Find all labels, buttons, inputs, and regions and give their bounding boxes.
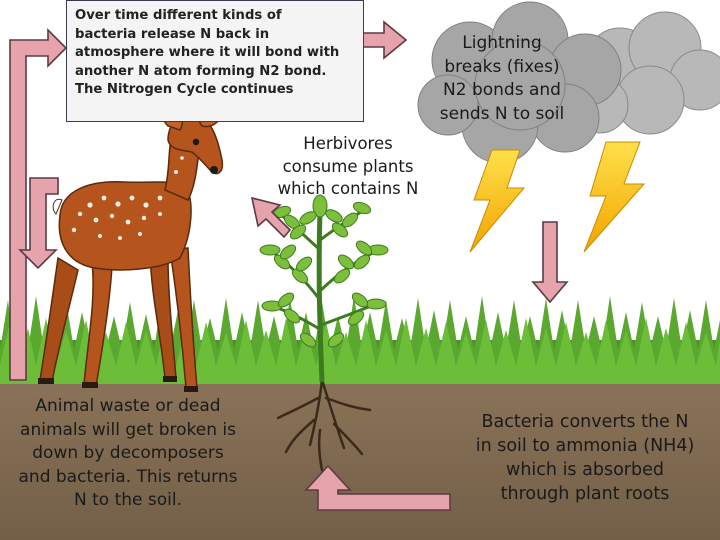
lightning-caption: Lightning breaks (fixes) N2 bonds and se… bbox=[424, 32, 580, 126]
herbivores-caption: Herbivores consume plants which contains… bbox=[262, 133, 434, 201]
atmosphere-text-line: The Nitrogen Cycle continues bbox=[75, 82, 294, 97]
lightning-caption-line: sends N to soil bbox=[439, 103, 565, 124]
plant-roots bbox=[276, 378, 372, 472]
bacteria-caption-line: through plant roots bbox=[500, 484, 670, 504]
atmosphere-text-line: another N atom forming N2 bond. bbox=[75, 63, 327, 79]
atmosphere-text-line: Over time different kinds of bbox=[75, 8, 282, 23]
arrow-deer-to-soil bbox=[18, 177, 59, 270]
atmosphere-text-line: bacteria release N back in bbox=[75, 26, 270, 42]
herbivores-caption-line: consume plants bbox=[282, 156, 414, 176]
grass-band bbox=[0, 296, 720, 384]
lightning-caption-line: breaks (fixes) bbox=[444, 56, 560, 77]
bacteria-caption-line: Bacteria converts the N bbox=[481, 412, 689, 432]
arrow-plant-to-herbivore bbox=[250, 196, 292, 239]
decomposers-caption-line: Animal waste or dead bbox=[35, 396, 221, 416]
decomposers-caption-line: and bacteria. This returns bbox=[18, 466, 238, 487]
lightning-caption-line: Lightning bbox=[462, 33, 542, 53]
herbivores-caption-line: which contains N bbox=[277, 179, 419, 198]
herbivores-caption-line: Herbivores bbox=[303, 134, 393, 153]
decomposers-caption-line: down by decomposers bbox=[32, 443, 224, 463]
soil-ground bbox=[0, 378, 720, 540]
arrow-lightning-to-soil bbox=[531, 221, 569, 304]
atmosphere-text-box: Over time different kinds of bacteria re… bbox=[66, 0, 364, 122]
lightning-bolt-icon bbox=[469, 149, 526, 253]
decomposers-caption-line: animals will get broken is bbox=[20, 419, 236, 440]
decomposers-caption-line: N to the soil. bbox=[73, 490, 182, 510]
arrow-soil-to-atmosphere bbox=[9, 28, 68, 381]
bacteria-caption-line: in soil to ammonia (NH4) bbox=[475, 436, 695, 456]
decomposers-caption: Animal waste or dead animals will get br… bbox=[6, 395, 250, 513]
storm-cloud-front bbox=[417, 1, 622, 164]
lightning-caption-line: N2 bonds and bbox=[443, 80, 561, 100]
lightning-bolt-icon bbox=[583, 141, 646, 253]
plant-illustration bbox=[259, 194, 389, 383]
arrow-bacteria-to-roots bbox=[304, 464, 451, 511]
atmosphere-text-line: atmosphere where it will bond with bbox=[75, 45, 340, 60]
bacteria-caption: Bacteria converts the N in soil to ammon… bbox=[456, 410, 714, 506]
bacteria-caption-line: which is absorbed bbox=[506, 460, 664, 480]
